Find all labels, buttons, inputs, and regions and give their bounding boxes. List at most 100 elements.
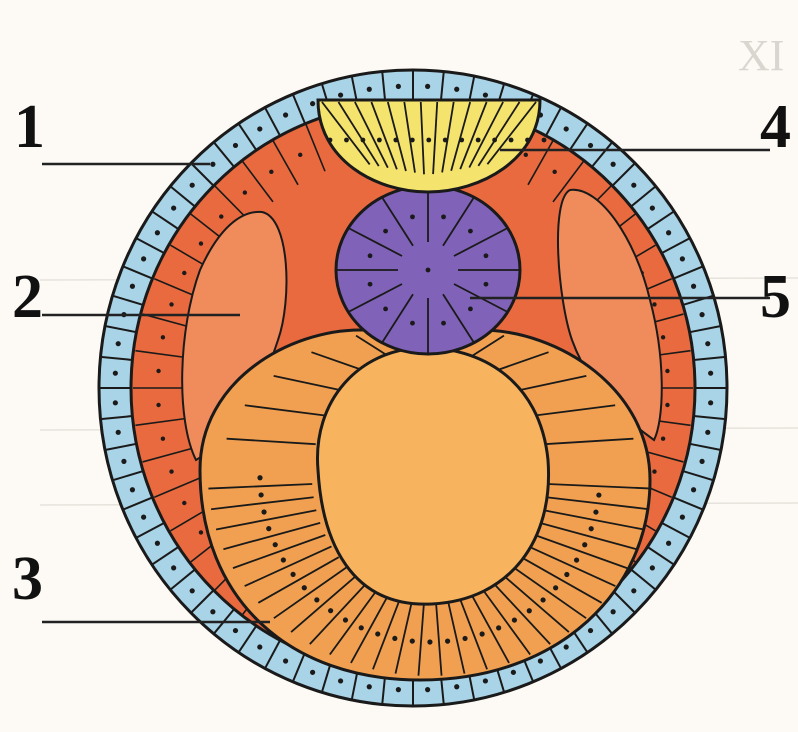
notochord-nucleus [383,229,388,234]
endoderm-nucleus [343,617,348,622]
endoderm-nucleus [266,526,271,531]
ectoderm-nucleus [699,459,704,464]
ectoderm-nucleus [611,609,616,614]
neural-plate-nucleus [509,138,514,143]
notochord-nucleus [441,214,446,219]
neural-plate-nucleus [525,138,530,143]
endoderm-nucleus [574,557,579,562]
notochord-nucleus [484,253,489,258]
endoderm-nucleus [314,597,319,602]
mesoderm-nucleus [182,271,186,275]
ectoderm-nucleus [121,459,126,464]
label-1: 1 [14,96,45,158]
notochord-nucleus [468,306,473,311]
mesoderm-nucleus [199,530,203,534]
mesoderm-nucleus [199,241,203,245]
neural-plate-nucleus [361,138,366,143]
mesoderm-nucleus [269,170,273,174]
ectoderm-nucleus [116,430,121,435]
mesoderm-nucleus [524,153,528,157]
ectoderm-nucleus [650,205,655,210]
notochord-nucleus [368,282,373,287]
ectoderm-nucleus [691,284,696,289]
ectoderm-nucleus [454,684,459,689]
endoderm-nucleus [281,557,286,562]
notochord-nucleus [410,214,415,219]
ectoderm-nucleus [310,101,315,106]
ectoderm-nucleus [171,205,176,210]
notochord-nucleus [368,253,373,258]
ectoderm-nucleus [190,588,195,593]
ectoderm-nucleus [130,487,135,492]
ectoderm-nucleus [155,230,160,235]
endoderm-nucleus [375,631,380,636]
ectoderm-nucleus [538,658,543,663]
endoderm-nucleus [273,542,278,547]
endoderm-nucleus [596,492,601,497]
endoderm-nucleus [410,638,415,643]
mesoderm-nucleus [156,403,160,407]
ectoderm-nucleus [699,312,704,317]
ectoderm-nucleus [483,92,488,97]
ectoderm-nucleus [257,126,262,131]
mesoderm-nucleus [652,302,656,306]
ectoderm-nucleus [680,256,685,261]
mesoderm-nucleus [219,214,223,218]
ectoderm-nucleus [666,230,671,235]
neural-plate-nucleus [344,138,349,143]
ectoderm-nucleus [155,541,160,546]
mesoderm-nucleus [298,153,302,157]
ectoderm-nucleus [680,515,685,520]
neural-plate-nucleus [328,138,333,143]
label-5: 5 [760,266,791,328]
endoderm-nucleus [290,572,295,577]
ectoderm-nucleus [396,687,401,692]
ectoderm-nucleus [396,84,401,89]
endoderm-nucleus [359,625,364,630]
ectoderm-nucleus [367,87,372,92]
ectoderm-nucleus [338,92,343,97]
neural-plate-nucleus [410,138,415,143]
label-3: 3 [12,548,43,610]
ectoderm-nucleus [171,565,176,570]
ectoderm-nucleus [425,84,430,89]
ectoderm-nucleus [257,644,262,649]
ectoderm-nucleus [283,112,288,117]
mesoderm-nucleus [161,437,165,441]
ectoderm-nucleus [511,670,516,675]
endoderm-nucleus [496,625,501,630]
ectoderm-nucleus [708,400,713,405]
ectoderm-nucleus [141,256,146,261]
mesoderm-nucleus [161,335,165,339]
notochord-nucleus [468,229,473,234]
ectoderm-nucleus [611,162,616,167]
ectoderm-nucleus [130,284,135,289]
ectoderm-nucleus [708,371,713,376]
endoderm-nucleus [302,585,307,590]
notochord-nucleus [484,282,489,287]
mesoderm-nucleus [156,369,160,373]
neural-plate-nucleus [377,138,382,143]
ectoderm-nucleus [425,687,430,692]
endoderm-nucleus [593,509,598,514]
notochord [336,186,520,354]
label-2: 2 [12,266,43,328]
mesoderm-nucleus [661,437,665,441]
endoderm-nucleus [261,509,266,514]
ectoderm-nucleus [631,183,636,188]
mesoderm-nucleus [661,335,665,339]
endoderm-nucleus [512,617,517,622]
ectoderm-nucleus [190,183,195,188]
ectoderm-nucleus [705,430,710,435]
endoderm-nucleus [527,608,532,613]
notochord-nucleus [426,268,431,273]
watermark-text: XI [738,30,784,81]
mesoderm-nucleus [652,469,656,473]
ectoderm-nucleus [233,628,238,633]
neural-plate-nucleus [542,138,547,143]
ectoderm-nucleus [454,87,459,92]
mesoderm-nucleus [665,403,669,407]
ectoderm-nucleus [588,628,593,633]
ectoderm-nucleus [666,541,671,546]
